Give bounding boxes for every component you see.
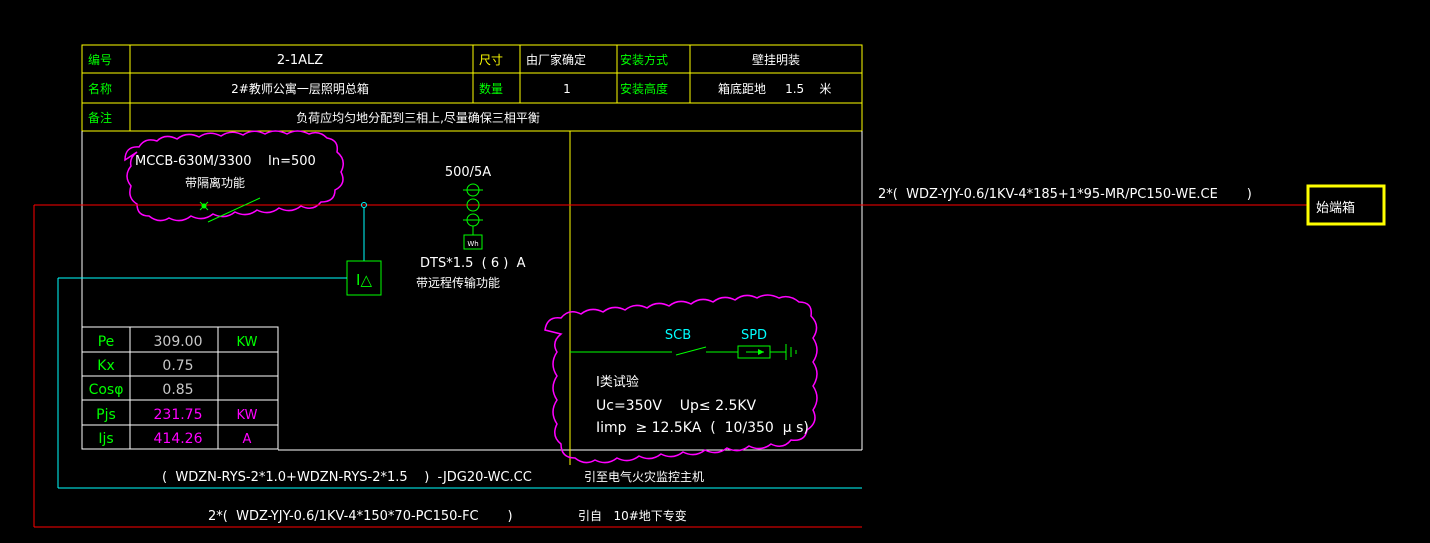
load-row-unit: KW [237, 335, 258, 350]
install-method-label: 安装方式 [620, 52, 668, 67]
name-value: 2#教师公寓一层照明总箱 [231, 81, 369, 96]
load-row-label: Ijs [98, 431, 113, 447]
load-row-value: 0.85 [162, 382, 193, 398]
breaker-cloud [124, 130, 344, 222]
junction-dot [361, 202, 367, 208]
signal-line [57, 277, 862, 489]
note-value: 负荷应均匀地分配到三相上,尽量确保三相平衡 [296, 110, 540, 125]
size-label: 尺寸 [479, 53, 503, 67]
incoming-cable: 2*( WDZ-YJY-0.6/1KV-4*185+1*95-MR/PC150-… [878, 187, 1252, 202]
header-table [81, 44, 863, 132]
breaker-symbol [199, 197, 261, 223]
scb-label: SCB [665, 328, 691, 343]
load-row-value: 0.75 [162, 358, 193, 374]
install-height-label: 安装高度 [620, 81, 668, 96]
load-row-label: Pe [98, 334, 115, 350]
breaker-feature: 带隔离功能 [185, 175, 245, 190]
spd-iimp: Iimp ≥ 12.5KA ( 10/350 μ s) [596, 420, 809, 436]
load-table [81, 326, 279, 450]
load-row-value: 309.00 [154, 334, 203, 350]
load-row-label: Cosφ [89, 382, 124, 398]
code-label: 编号 [88, 52, 112, 67]
current-detector-symbol: I△ [356, 271, 372, 289]
load-row-unit: A [243, 432, 252, 447]
meter-model: DTS*1.5 ( 6 ) A [420, 256, 526, 271]
start-box [1306, 184, 1386, 226]
meter-symbol: Wh [467, 240, 478, 248]
spd-label: SPD [741, 328, 767, 343]
note-label: 备注 [88, 110, 112, 125]
size-value: 由厂家确定 [526, 52, 586, 67]
spd-arrow-icon [758, 349, 764, 355]
supply-from: 引自 10#地下专变 [578, 508, 687, 523]
qty-label: 数量 [479, 81, 503, 96]
supply-cable: 2*( WDZ-YJY-0.6/1KV-4*150*70-PC150-FC ) [208, 509, 513, 524]
ct-ratio: 500/5A [445, 165, 491, 180]
fire-alarm-dest: 引至电气火灾监控主机 [584, 469, 704, 484]
ct-symbol [463, 183, 483, 235]
load-row-unit: KW [237, 408, 258, 423]
load-row-value: 414.26 [154, 431, 203, 447]
spd-circuit [570, 344, 797, 360]
name-label: 名称 [88, 81, 112, 96]
spd-test-class: I类试验 [596, 374, 639, 390]
spd-cloud [544, 294, 818, 464]
install-method-value: 壁挂明装 [752, 52, 800, 67]
fire-alarm-cable: ( WDZN-RYS-2*1.0+WDZN-RYS-2*1.5 ) -JDG20… [162, 470, 532, 485]
meter-box [463, 234, 483, 250]
meter-feature: 带远程传输功能 [416, 275, 500, 290]
start-box-label: 始端箱 [1316, 200, 1355, 216]
load-row-value: 231.75 [154, 407, 203, 423]
power-line [33, 204, 1308, 528]
install-height-value: 箱底距地 1.5 米 [718, 81, 831, 96]
spd-uc-up: Uc=350V Up≤ 2.5KV [596, 398, 757, 414]
breaker-model: MCCB-630M/3300 In=500 [135, 154, 316, 169]
load-row-label: Kx [97, 358, 114, 374]
load-row-label: Pjs [96, 407, 116, 423]
qty-value: 1 [563, 82, 571, 96]
code-value: 2-1ALZ [277, 53, 323, 68]
